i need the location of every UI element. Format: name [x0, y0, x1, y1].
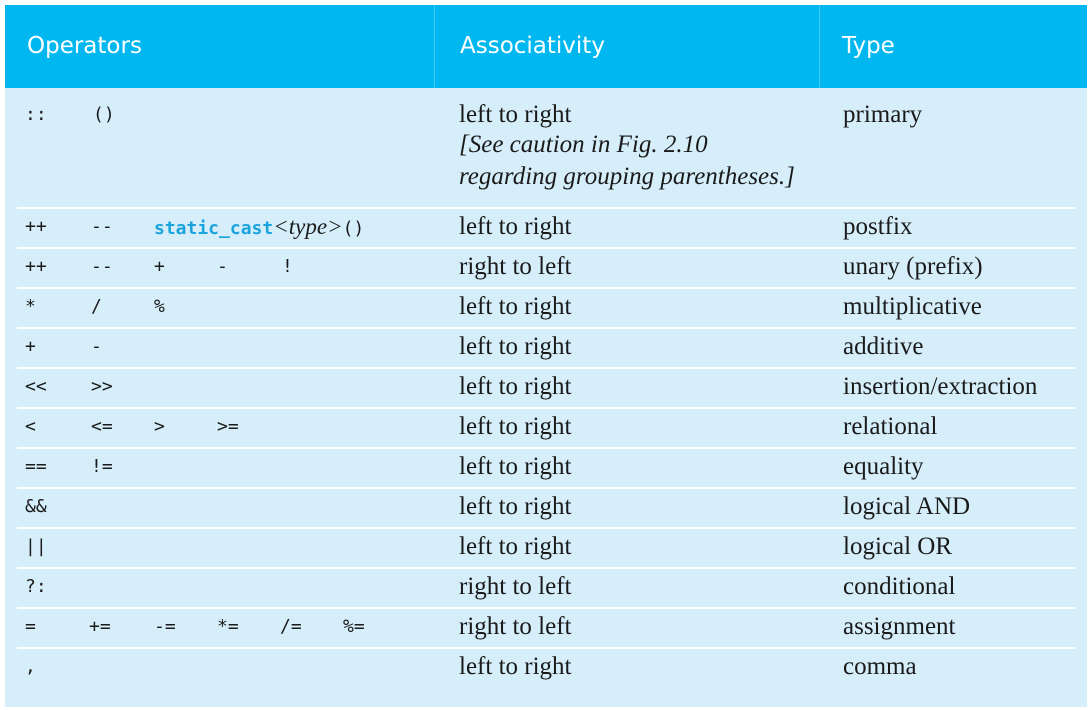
type-cell: multiplicative	[843, 293, 982, 320]
operator: ,	[25, 656, 36, 677]
cast-type: type	[288, 214, 328, 239]
caution-note: regarding grouping parentheses.]	[459, 163, 795, 190]
operator: ::	[25, 104, 47, 125]
operator: /	[91, 296, 102, 317]
row-divider	[17, 567, 1075, 569]
table-row: = += -= *= /= %= right to left assignmen…	[5, 607, 1087, 647]
table-row: * / % left to right multiplicative	[5, 287, 1087, 327]
operator: !=	[91, 456, 113, 477]
cast-open-angle: <	[273, 214, 289, 239]
operator-precedence-table: Operators Associativity Type :: () left …	[5, 5, 1087, 707]
cast-close-angle: >	[327, 214, 343, 239]
table-row: :: () left to right [See caution in Fig.…	[5, 95, 1087, 207]
type-cell: additive	[843, 333, 924, 360]
header-operators: Operators	[27, 33, 142, 59]
table-row: ++ -- static_cast<type>() left to right …	[5, 207, 1087, 247]
row-divider	[17, 407, 1075, 409]
row-divider	[17, 527, 1075, 529]
operator: !	[282, 256, 293, 277]
operator: %=	[343, 616, 365, 637]
associativity-cell: left to right [See caution in Fig. 2.10 …	[459, 95, 795, 193]
operator: >	[154, 416, 165, 437]
associativity-cell: left to right	[459, 533, 572, 560]
operator: <<	[25, 376, 47, 397]
static-cast-keyword: static_cast	[154, 218, 274, 239]
type-cell: logical AND	[843, 493, 971, 520]
row-divider	[17, 487, 1075, 489]
operator: *=	[217, 616, 239, 637]
table-row: + - left to right additive	[5, 327, 1087, 367]
associativity-cell: right to left	[459, 613, 572, 640]
associativity-cell: right to left	[459, 573, 572, 600]
operator: ++	[25, 216, 47, 237]
operator: +	[25, 336, 36, 357]
type-cell: relational	[843, 413, 938, 440]
associativity-cell: left to right	[459, 413, 572, 440]
operator: %	[154, 296, 165, 317]
row-divider	[17, 287, 1075, 289]
associativity-cell: left to right	[459, 213, 572, 240]
operator: +	[154, 256, 165, 277]
operator: -=	[154, 616, 176, 637]
table-row: ++ -- + - ! right to left unary (prefix)	[5, 247, 1087, 287]
row-divider	[17, 607, 1075, 609]
operator: ==	[25, 456, 47, 477]
operator: ||	[25, 536, 47, 557]
row-divider	[17, 207, 1075, 209]
header-type: Type	[842, 33, 895, 59]
type-cell: insertion/extraction	[843, 373, 1038, 400]
operator: <=	[91, 416, 113, 437]
operator: -	[217, 256, 228, 277]
operator: --	[91, 256, 113, 277]
associativity-cell: left to right	[459, 453, 572, 480]
caution-note: [See caution in Fig. 2.10	[459, 131, 708, 158]
type-cell: conditional	[843, 573, 956, 600]
header-divider	[434, 5, 435, 88]
associativity-cell: left to right	[459, 373, 572, 400]
operator: *	[25, 296, 36, 317]
associativity-text: left to right	[459, 101, 572, 128]
operator: +=	[89, 616, 111, 637]
table-row: ?: right to left conditional	[5, 567, 1087, 607]
row-divider	[17, 247, 1075, 249]
operator: <	[25, 416, 36, 437]
header-associativity: Associativity	[460, 33, 605, 59]
operator: ++	[25, 256, 47, 277]
operator: -	[91, 336, 102, 357]
associativity-cell: right to left	[459, 253, 572, 280]
table-row: || left to right logical OR	[5, 527, 1087, 567]
type-cell: primary	[843, 101, 923, 128]
type-cell: postfix	[843, 213, 913, 240]
associativity-cell: left to right	[459, 493, 572, 520]
operator: ?:	[25, 576, 47, 597]
associativity-cell: left to right	[459, 293, 572, 320]
row-divider	[17, 367, 1075, 369]
operator: /=	[280, 616, 302, 637]
operator: &&	[25, 496, 47, 517]
type-cell: equality	[843, 453, 924, 480]
row-divider	[17, 327, 1075, 329]
row-divider	[17, 447, 1075, 449]
table-header: Operators Associativity Type	[5, 5, 1087, 88]
table-row: < <= > >= left to right relational	[5, 407, 1087, 447]
table-row: == != left to right equality	[5, 447, 1087, 487]
type-cell: assignment	[843, 613, 956, 640]
type-cell: logical OR	[843, 533, 953, 560]
associativity-cell: left to right	[459, 333, 572, 360]
row-divider	[17, 647, 1075, 649]
header-divider	[819, 5, 820, 88]
operator: >=	[217, 416, 239, 437]
table-row: , left to right comma	[5, 647, 1087, 687]
table-row: << >> left to right insertion/extraction	[5, 367, 1087, 407]
operator: >>	[91, 376, 113, 397]
operator: --	[91, 216, 113, 237]
operator: =	[25, 616, 36, 637]
static-cast-operator: static_cast<type>()	[154, 207, 364, 249]
operator: ()	[93, 104, 115, 125]
type-cell: comma	[843, 653, 917, 680]
type-cell: unary (prefix)	[843, 253, 983, 280]
table-row: && left to right logical AND	[5, 487, 1087, 527]
cast-parens: ()	[342, 218, 365, 239]
associativity-cell: left to right	[459, 653, 572, 680]
